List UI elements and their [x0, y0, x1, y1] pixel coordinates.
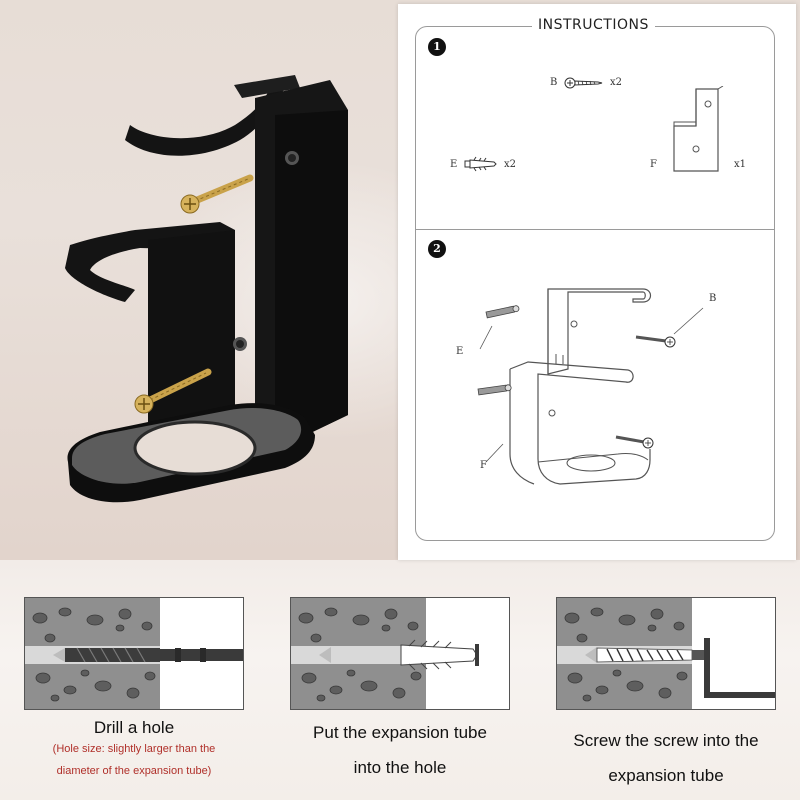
part-e-letter: E — [450, 159, 458, 170]
step-1-note-line-2: diameter of the expansion tube) — [56, 765, 212, 777]
step-card-screw — [556, 597, 776, 710]
part-f-quantity: x1 — [734, 159, 747, 170]
part-b-letter: B — [550, 77, 558, 88]
expansion-tube-icon — [464, 156, 497, 172]
drill-illustration — [25, 598, 243, 709]
toothbrush-holder-product — [65, 75, 348, 503]
expansion-tube-illustration — [291, 598, 479, 709]
holder-bracket-icon — [673, 86, 724, 172]
step-1-note-line-1: (Hole size: slightly larger than the — [52, 743, 216, 755]
instructions-panel: INSTRUCTIONS 1 B x2 E x2 F x1 2 — [398, 4, 796, 560]
instructions-title: INSTRUCTIONS — [532, 17, 655, 33]
step-1-badge: 1 — [428, 38, 446, 56]
assembly-diagram — [477, 288, 704, 485]
step-1-title: Drill a hole — [93, 718, 175, 737]
step-2-badge: 2 — [428, 240, 446, 258]
part-e-quantity: x2 — [504, 159, 517, 170]
label-e: E — [456, 346, 464, 357]
instructions-divider — [415, 229, 775, 230]
screw-illustration — [557, 598, 775, 709]
step-2-title-line-1: Put the expansion tube — [313, 723, 487, 742]
step-3-title-line-2: expansion tube — [608, 766, 724, 785]
label-f: F — [480, 460, 487, 471]
part-b-quantity: x2 — [610, 77, 623, 88]
label-b: B — [709, 293, 717, 304]
step-card-drill — [24, 597, 244, 710]
step-2-title-line-2: into the hole — [353, 758, 447, 777]
step-3-title-line-1: Screw the screw into the — [573, 731, 759, 750]
screw-icon — [564, 77, 603, 89]
part-f-letter: F — [650, 159, 657, 170]
step-card-expansion-tube — [290, 597, 510, 710]
